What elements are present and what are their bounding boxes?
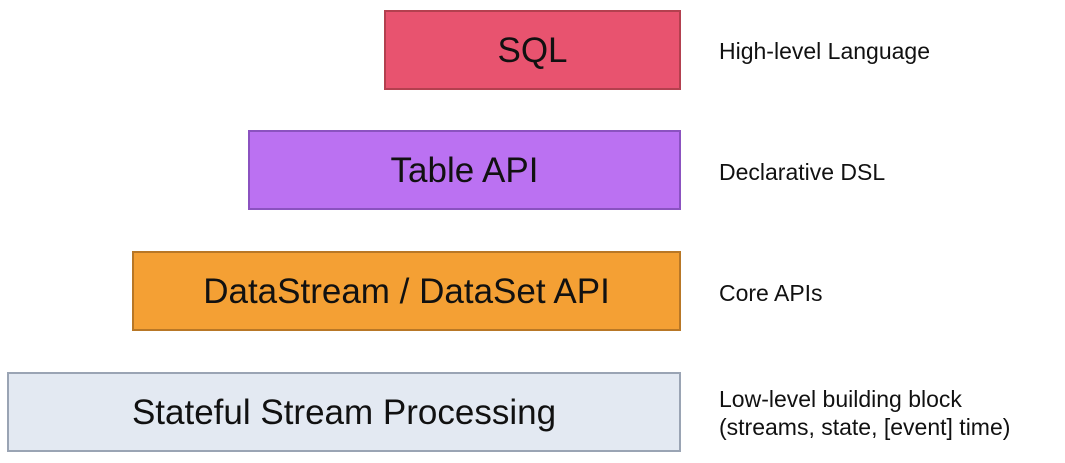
layer-stateful-stream-processing-label: Stateful Stream Processing [131, 392, 557, 432]
layer-sql-description: High-level Language [719, 38, 930, 64]
layer-datastream-dataset-api-box: DataStream / DataSet API [132, 251, 681, 331]
layer-stateful-description-line-2: (streams, state, [event] time) [719, 414, 1011, 440]
layer-stateful-description-line-1: Low-level building block [719, 386, 962, 412]
layer-stateful-stream-processing-description: Low-level building block (streams, state… [719, 385, 1010, 441]
layer-table-api-label: Table API [390, 150, 539, 190]
layer-table-api-box: Table API [248, 130, 681, 210]
layer-datastream-dataset-api-label: DataStream / DataSet API [203, 271, 610, 311]
layer-table-api-description: Declarative DSL [719, 159, 886, 185]
layer-stateful-stream-processing-box: Stateful Stream Processing [7, 372, 681, 452]
layer-datastream-dataset-api-description: Core APIs [719, 280, 823, 306]
layer-sql-box: SQL [384, 10, 681, 90]
layer-sql-label: SQL [497, 30, 568, 70]
